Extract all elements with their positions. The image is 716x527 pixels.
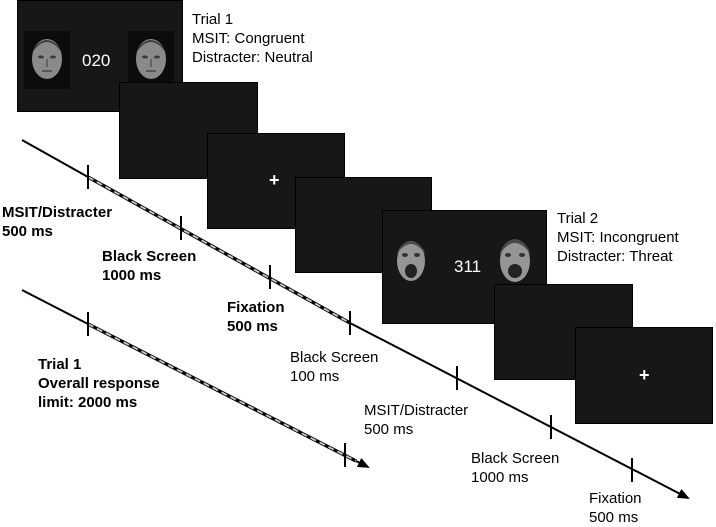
response-timeline-start [21,289,89,325]
stimulus-number-t1: 020 [82,51,111,70]
trial2-desc-line: MSIT: Incongruent [557,229,679,246]
event-name: Black Screen [102,248,197,265]
event-name: Fixation [589,490,642,507]
event-name: MSIT/Distracter [2,204,113,221]
event-name: Black Screen [471,450,560,467]
label-t1-fixation: Fixation 500 ms [227,298,285,336]
face-neutral-right-image [128,31,174,89]
event-duration: 500 ms [2,223,53,240]
label-t1-msit: MSIT/Distracter 500 ms [2,203,112,241]
label-t2-black: Black Screen 1000 ms [471,449,559,487]
fixation-cross-t2: + [639,365,650,385]
response-limit-line: limit: 2000 ms [38,394,138,411]
response-timeline-end [355,458,370,468]
stimulus-number-t2: 311 [454,257,482,276]
main-timeline-trial1-dashed-bg [87,175,351,325]
face-threat-left-image [396,241,426,281]
screen-t2-fixation: + [575,327,713,424]
event-name: Black Screen [290,349,379,366]
response-limit-line: Trial 1 [38,356,82,373]
trial1-desc-line: MSIT: Congruent [192,30,305,47]
main-timeline-start [21,139,89,178]
event-duration: 1000 ms [102,267,162,284]
trial1-desc-line: Trial 1 [192,11,234,28]
label-t1-black2: Black Screen 100 ms [290,348,378,386]
label-t2-msit: MSIT/Distracter 500 ms [364,401,468,439]
event-duration: 500 ms [227,318,278,335]
trial2-desc-line: Distracter: Threat [557,248,673,265]
label-response-limit: Trial 1 Overall response limit: 2000 ms [38,355,160,412]
event-duration: 1000 ms [471,469,529,486]
event-duration: 500 ms [589,509,639,526]
response-timeline-dashed [87,323,357,462]
event-duration: 100 ms [290,368,340,385]
event-name: MSIT/Distracter [364,402,469,419]
trial1-desc-line: Distracter: Neutral [192,49,313,66]
trial1-description: Trial 1 MSIT: Congruent Distracter: Neut… [192,10,313,67]
trial2-desc-line: Trial 2 [557,210,599,227]
label-t2-fixation: Fixation 500 ms [589,489,642,527]
label-t1-black: Black Screen 1000 ms [102,247,196,285]
event-name: Fixation [227,299,285,316]
fixation-cross-t1: + [269,170,280,190]
trial2-description: Trial 2 MSIT: Incongruent Distracter: Th… [557,209,679,266]
response-limit-line: Overall response [38,375,160,392]
face-neutral-left-image [24,31,70,89]
face-threat-right-image [499,239,531,282]
event-duration: 500 ms [364,421,414,438]
